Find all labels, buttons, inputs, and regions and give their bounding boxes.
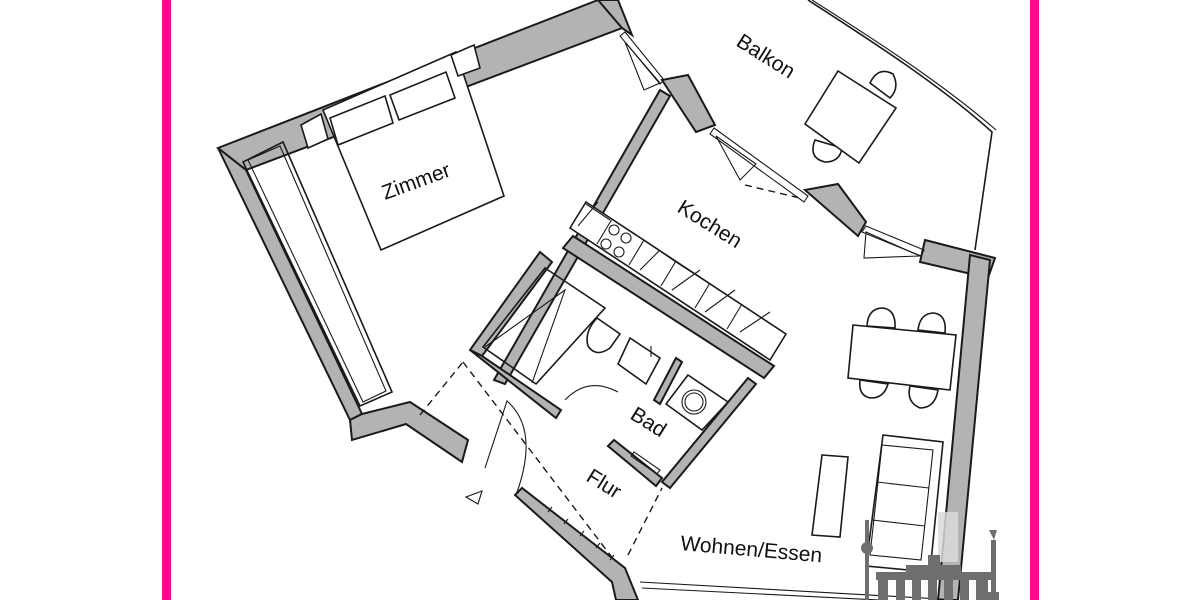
balcony-area <box>803 0 997 251</box>
kitchen-counter <box>561 200 788 380</box>
room-label-flur: Flur <box>582 465 625 504</box>
windows <box>619 31 925 259</box>
balcony-table <box>803 69 898 165</box>
entrance-marker-icon <box>464 490 483 505</box>
bathroom <box>468 250 758 490</box>
right-frame-border <box>1030 0 1039 600</box>
living-dining-furniture <box>811 307 957 573</box>
room-label-wohnen-essen: Wohnen/Essen <box>680 532 824 567</box>
room-label-bad: Bad <box>626 403 670 442</box>
hallway <box>419 361 663 561</box>
room-label-balkon: Balkon <box>732 30 799 84</box>
room-label-kochen: Kochen <box>673 196 746 253</box>
left-frame-border <box>162 0 171 600</box>
berlin-skyline-logo-icon <box>861 512 999 600</box>
bedroom-furniture <box>241 43 505 408</box>
